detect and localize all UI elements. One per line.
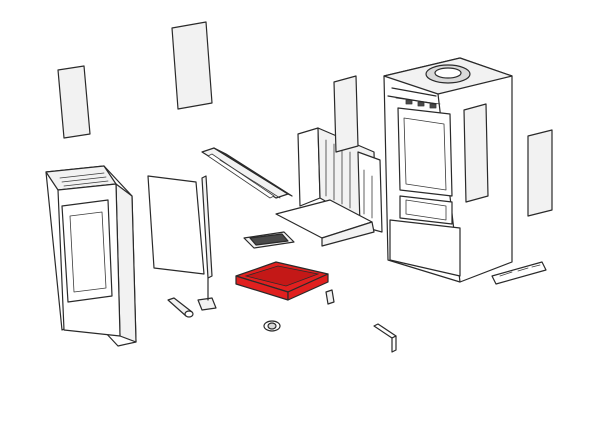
air-slider xyxy=(491,261,547,285)
side-panel-top xyxy=(171,21,213,110)
firebox-liner xyxy=(275,127,383,247)
allen-key xyxy=(373,323,397,353)
side-panel-left-small xyxy=(57,65,91,139)
front-door-frame xyxy=(45,165,137,347)
pin xyxy=(167,297,194,318)
side-panel-center xyxy=(333,75,359,153)
ash-pan xyxy=(235,261,329,301)
door-rod xyxy=(197,175,217,311)
door-glass xyxy=(147,175,205,275)
side-panel-right xyxy=(527,129,553,217)
stove-body xyxy=(383,57,513,283)
grate xyxy=(243,231,295,249)
knob xyxy=(263,320,281,332)
clip xyxy=(325,289,335,305)
baffle-plate xyxy=(201,147,293,199)
